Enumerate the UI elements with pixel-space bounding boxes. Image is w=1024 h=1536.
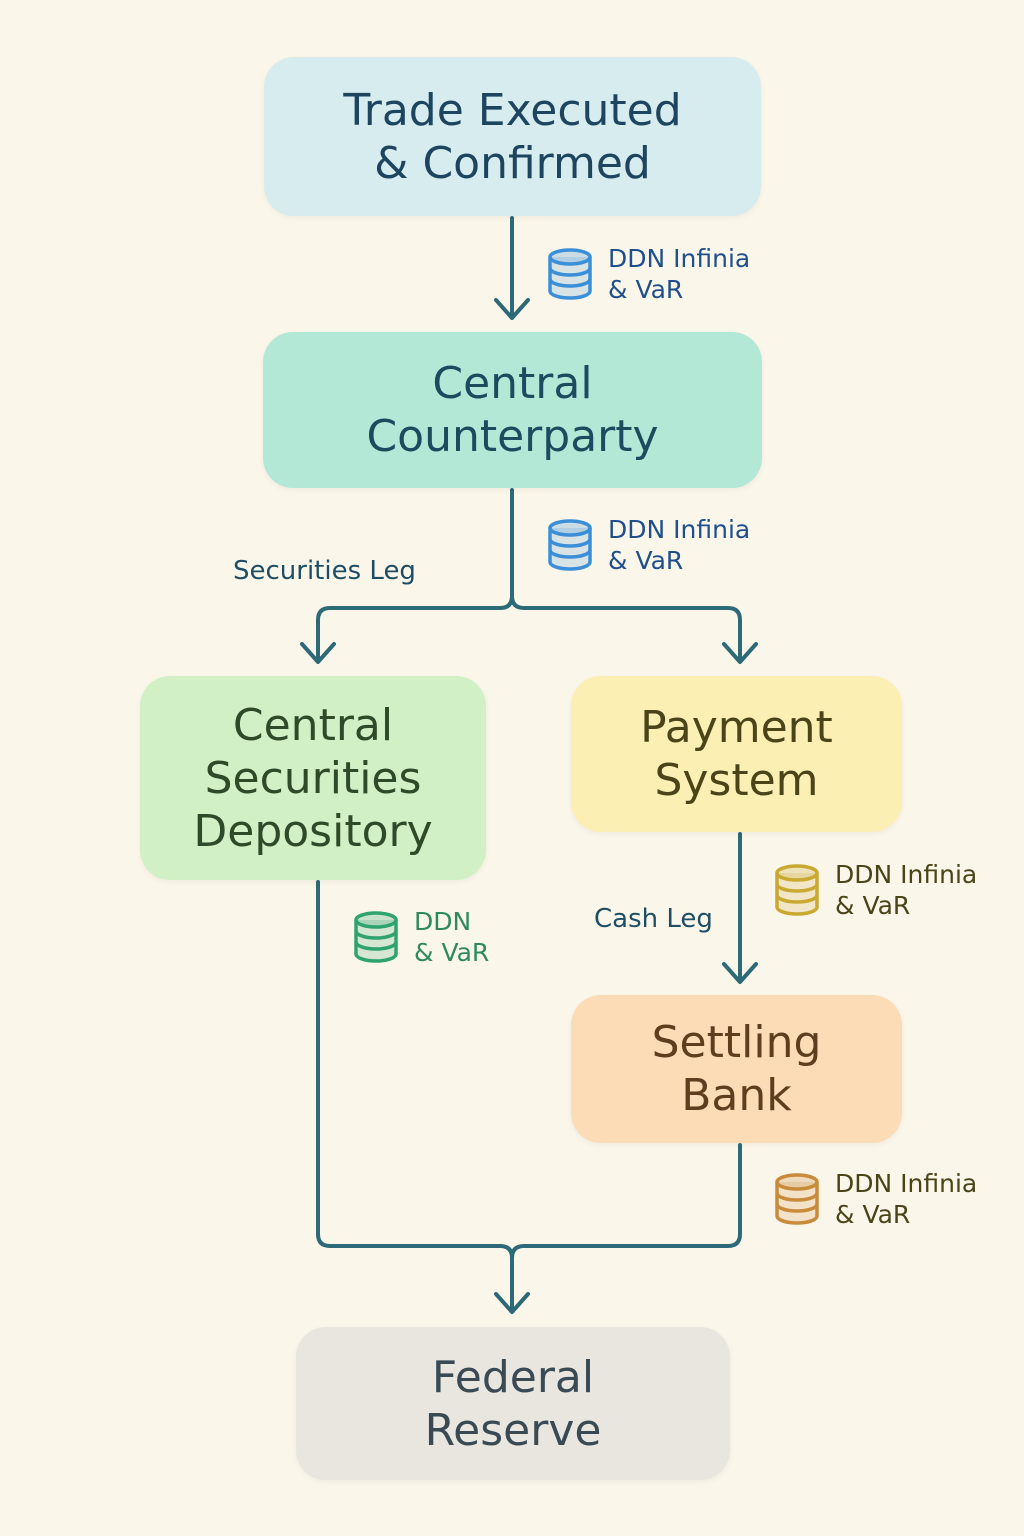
node-central-securities-depository-label: Central Securities Depository bbox=[193, 699, 433, 857]
annotation-payment-bank: DDN Infinia & VaR bbox=[773, 859, 977, 921]
arrowhead-fed bbox=[494, 1292, 530, 1314]
annotation-text: DDN Infinia & VaR bbox=[835, 860, 978, 920]
annotation-text: DDN & VaR bbox=[414, 907, 490, 967]
node-payment-system-label: Payment System bbox=[640, 702, 833, 806]
arrowhead-csd bbox=[300, 642, 336, 664]
node-federal-reserve: Federal Reserve bbox=[296, 1327, 730, 1480]
database-icon bbox=[775, 864, 819, 916]
arrowhead-bank bbox=[722, 962, 758, 984]
node-central-counterparty-label: Central Counterparty bbox=[366, 358, 659, 462]
cash-leg-label: Cash Leg bbox=[594, 904, 713, 934]
connector-bank-to-fed bbox=[510, 1143, 742, 1260]
annotation-ccp-split: DDN Infinia & VaR bbox=[546, 514, 750, 576]
node-central-counterparty: Central Counterparty bbox=[263, 332, 762, 488]
annotation-trade-ccp: DDN Infinia & VaR bbox=[546, 243, 750, 305]
annotation-text: DDN Infinia & VaR bbox=[608, 244, 751, 304]
arrowhead-payment bbox=[722, 642, 758, 664]
node-central-securities-depository: Central Securities Depository bbox=[140, 676, 486, 880]
annotation-text: DDN Infinia & VaR bbox=[835, 1169, 978, 1229]
database-icon bbox=[775, 1173, 819, 1225]
node-payment-system: Payment System bbox=[571, 676, 902, 832]
database-icon bbox=[548, 519, 592, 571]
annotation-text: DDN Infinia & VaR bbox=[608, 515, 751, 575]
arrowhead-ccp bbox=[494, 298, 530, 320]
connector-ccp-to-payment bbox=[510, 594, 742, 662]
node-trade-executed-label: Trade Executed & Confirmed bbox=[343, 84, 682, 189]
node-trade-executed: Trade Executed & Confirmed bbox=[264, 57, 761, 216]
annotation-bank-fed: DDN Infinia & VaR bbox=[773, 1168, 977, 1230]
node-settling-bank-label: Settling Bank bbox=[651, 1017, 822, 1121]
node-settling-bank: Settling Bank bbox=[571, 995, 902, 1143]
node-federal-reserve-label: Federal Reserve bbox=[424, 1351, 602, 1456]
database-icon bbox=[354, 911, 398, 963]
database-icon bbox=[548, 248, 592, 300]
securities-leg-label: Securities Leg bbox=[233, 556, 416, 586]
annotation-csd: DDN & VaR bbox=[352, 906, 489, 968]
